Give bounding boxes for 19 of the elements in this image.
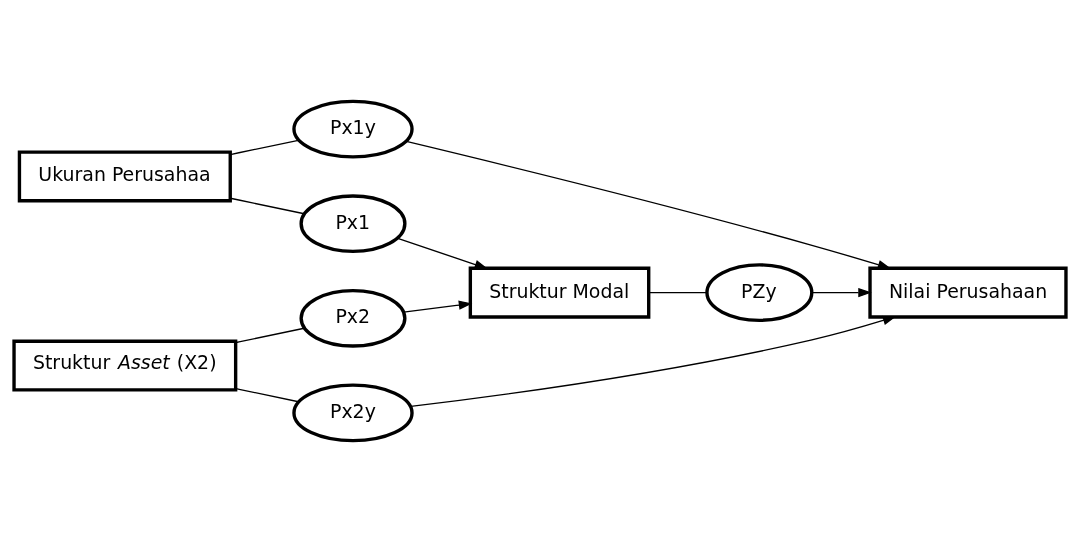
connector bbox=[229, 139, 299, 155]
node-box: Struktur Modal bbox=[468, 266, 651, 319]
node-ellipse: PZy bbox=[705, 262, 814, 322]
node-box: Ukuran Perusahaa bbox=[17, 149, 232, 202]
node-ellipse: Px1 bbox=[299, 193, 407, 253]
connector bbox=[648, 291, 708, 293]
node-box: Nilai Perusahaan bbox=[868, 266, 1068, 319]
connector bbox=[229, 197, 305, 214]
node-ellipse: Px1y bbox=[292, 99, 414, 158]
arrow bbox=[396, 237, 489, 269]
arrow bbox=[811, 287, 872, 297]
arrow bbox=[405, 140, 892, 269]
arrow bbox=[403, 299, 473, 313]
node-ellipse: Px2y bbox=[292, 382, 414, 442]
connector bbox=[235, 387, 300, 402]
node-ellipse: Px2 bbox=[299, 288, 407, 348]
connector bbox=[235, 327, 305, 343]
node-box: Struktur Asset (X2) bbox=[12, 339, 238, 392]
arrow bbox=[410, 315, 897, 407]
